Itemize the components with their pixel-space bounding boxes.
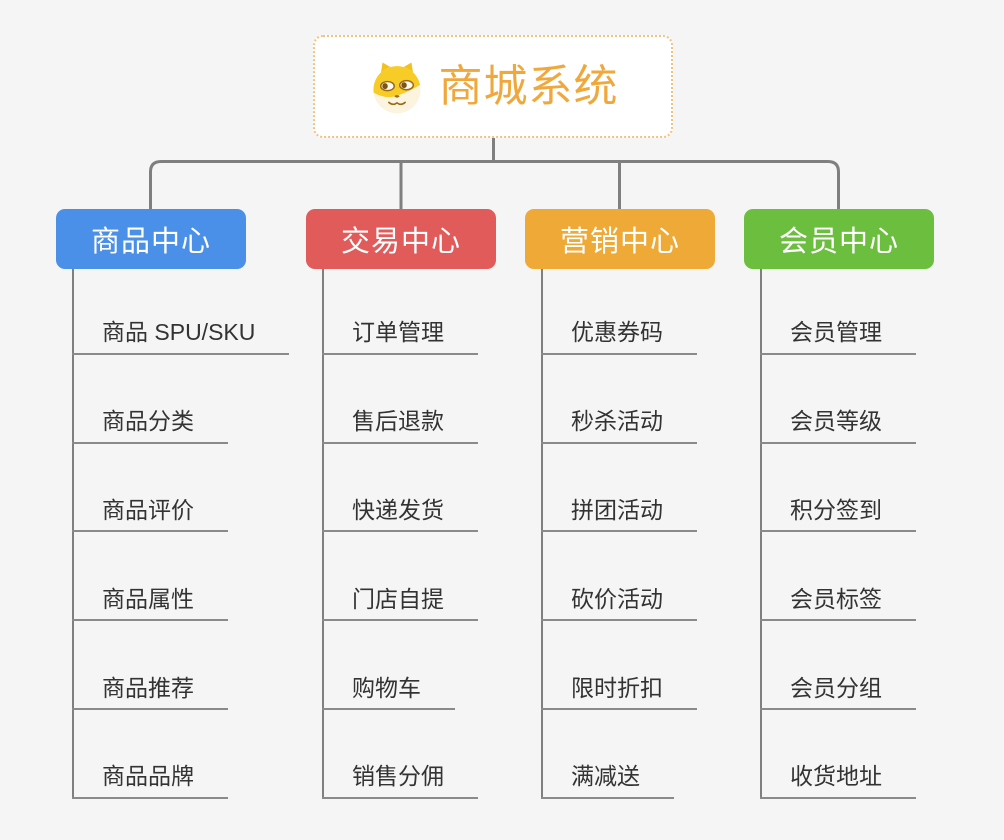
member-center-items: 会员管理 会员等级 积分签到 会员标签 会员分组 收货地址 <box>760 266 916 799</box>
branch-label: 交易中心 <box>340 226 461 258</box>
root-title: 商城系统 <box>438 61 619 111</box>
item-node[interactable]: 拼团活动 <box>541 444 697 533</box>
branch-node-member-center[interactable]: 会员中心 <box>744 209 934 269</box>
item-node[interactable]: 会员标签 <box>760 532 916 622</box>
item-node[interactable]: 砍价活动 <box>541 532 697 622</box>
item-node[interactable]: 门店自提 <box>322 532 478 622</box>
marketing-center-items: 优惠券码 秒杀活动 拼团活动 砍价活动 限时折扣 满减送 <box>541 266 697 799</box>
trade-center-items: 订单管理 售后退款 快递发货 门店自提 购物车 销售分佣 <box>322 266 478 799</box>
item-node[interactable]: 满减送 <box>541 710 697 799</box>
branch-node-trade-center[interactable]: 交易中心 <box>306 209 496 269</box>
branch-label: 营销中心 <box>559 226 680 258</box>
item-node[interactable]: 销售分佣 <box>322 710 478 799</box>
doge-icon <box>372 62 421 113</box>
item-node[interactable]: 商品分类 <box>72 355 289 444</box>
item-node[interactable]: 售后退款 <box>322 355 478 444</box>
branch-label: 商品中心 <box>90 226 211 258</box>
item-node[interactable]: 商品推荐 <box>72 621 289 710</box>
item-node[interactable]: 商品品牌 <box>72 710 289 799</box>
item-node[interactable]: 优惠券码 <box>541 266 697 355</box>
branch-label: 会员中心 <box>778 226 899 258</box>
branch-node-marketing-center[interactable]: 营销中心 <box>525 209 715 269</box>
item-node[interactable]: 商品 SPU/SKU <box>72 266 290 355</box>
item-node[interactable]: 秒杀活动 <box>541 355 697 444</box>
item-node[interactable]: 订单管理 <box>322 266 478 355</box>
item-node[interactable]: 收货地址 <box>760 710 916 799</box>
item-node[interactable]: 会员管理 <box>760 266 916 355</box>
branch-node-product-center[interactable]: 商品中心 <box>56 209 246 269</box>
item-node[interactable]: 快递发货 <box>322 444 478 533</box>
item-node[interactable]: 会员分组 <box>760 621 916 710</box>
root-node-mall-system[interactable]: 商城系统 <box>313 35 673 138</box>
item-node[interactable]: 限时折扣 <box>541 621 697 710</box>
item-node[interactable]: 会员等级 <box>760 355 916 444</box>
item-node[interactable]: 购物车 <box>322 621 478 710</box>
item-node[interactable]: 积分签到 <box>760 444 916 533</box>
product-center-items: 商品 SPU/SKU 商品分类 商品评价 商品属性 商品推荐 商品品牌 <box>72 266 290 799</box>
item-node[interactable]: 商品评价 <box>72 444 289 533</box>
item-node[interactable]: 商品属性 <box>72 532 289 622</box>
